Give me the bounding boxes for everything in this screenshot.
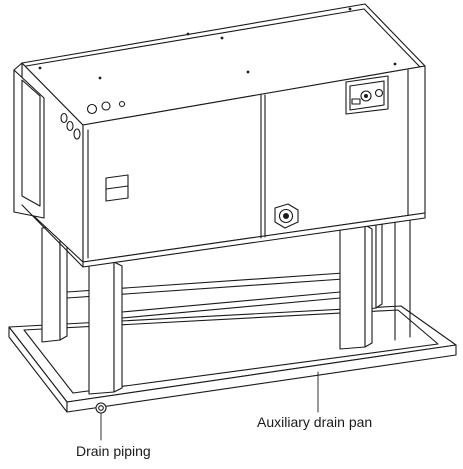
drain-fitting-core-icon xyxy=(283,213,289,219)
rail-front xyxy=(121,291,341,313)
access-door xyxy=(105,174,129,202)
leg-front-left xyxy=(88,261,115,395)
knockout-top-1 xyxy=(86,103,98,115)
screw-icon xyxy=(220,36,224,40)
top-back-seam xyxy=(25,8,365,67)
valve-nut-icon xyxy=(351,98,361,105)
leg-back-left xyxy=(41,225,61,343)
top-screws xyxy=(38,7,397,80)
leg-front-right xyxy=(339,224,366,350)
knockout-top-3 xyxy=(118,100,126,108)
screw-icon xyxy=(393,62,397,66)
knockouts xyxy=(60,100,126,140)
screw-icon xyxy=(38,66,42,70)
drain-pan-inner-edge xyxy=(23,309,439,394)
leg-back-right-side xyxy=(375,217,383,309)
cabinet-left-bottom-edge xyxy=(21,204,84,268)
knockout-side-2 xyxy=(66,120,74,132)
cabinet xyxy=(13,3,426,268)
screw-icon xyxy=(246,70,250,74)
label-auxiliary-drain-pan: Auxiliary drain pan xyxy=(257,414,373,430)
front-panel-seams xyxy=(87,69,409,259)
screw-icon xyxy=(186,32,190,36)
leader-lines xyxy=(100,371,319,441)
valve-core-icon xyxy=(364,94,368,98)
leg-front-right-side xyxy=(364,224,373,348)
screw-icon xyxy=(348,7,352,11)
valve-bracket xyxy=(345,75,389,115)
drain-pipe-bore-icon xyxy=(98,405,104,411)
drain-piping-outlet xyxy=(95,402,107,414)
knockout-side-1 xyxy=(60,112,68,124)
access-door-divider xyxy=(105,185,129,190)
left-flange-opening xyxy=(21,79,41,207)
cabinet-bottom-lip xyxy=(82,212,426,268)
rail-front-lower xyxy=(121,297,341,319)
knockout-top-2 xyxy=(101,101,111,111)
auxiliary-drain-pan xyxy=(8,305,457,413)
valve-icon xyxy=(374,88,384,98)
label-drain-piping: Drain piping xyxy=(76,443,151,459)
screw-icon xyxy=(98,76,102,80)
top-right-seam xyxy=(363,8,421,68)
drain-pan-side-front xyxy=(66,344,457,413)
drain-connection xyxy=(274,203,299,229)
knockout-side-3 xyxy=(73,128,81,140)
leg-front-left-side xyxy=(113,261,123,393)
